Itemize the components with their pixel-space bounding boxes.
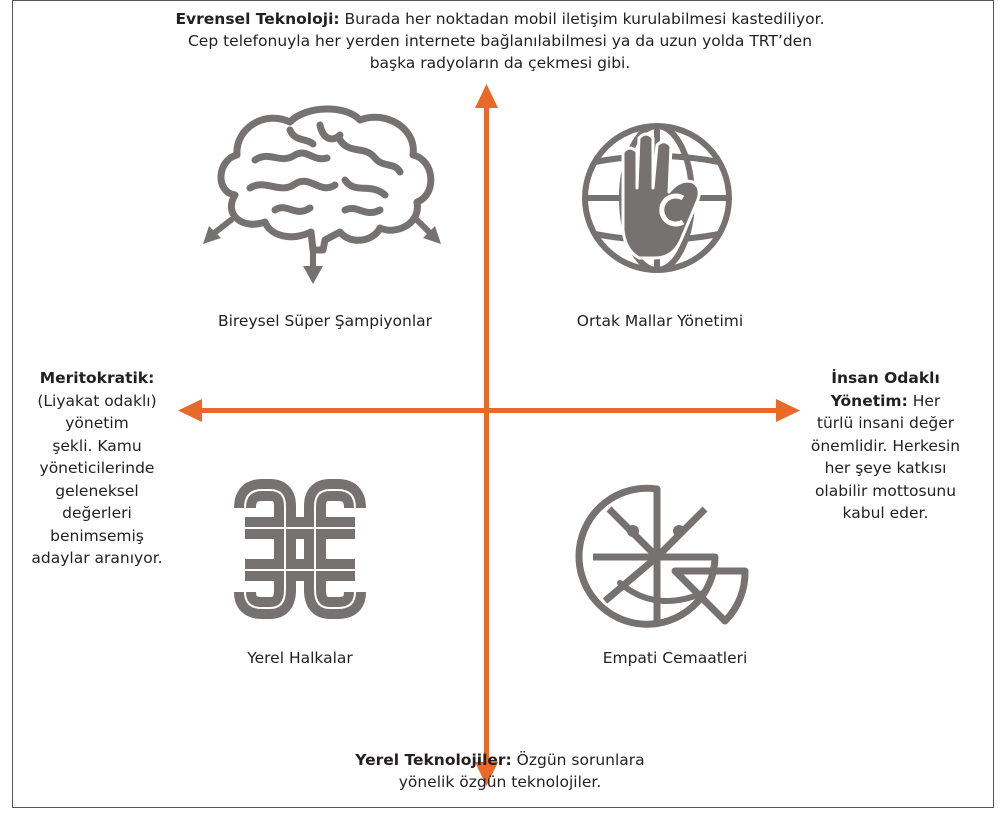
vertical-axis: [484, 105, 489, 765]
pie-smile-icon: [575, 484, 749, 628]
caption-top-right: Ortak Mallar Yönetimi: [576, 312, 744, 330]
top-line3: başka radyoların da çekmesi gibi.: [369, 54, 631, 72]
bottom-heading: Yerel Teknolojiler:: [355, 751, 512, 769]
right-heading-1: İnsan Odaklı: [831, 369, 940, 387]
top-line2: Cep telefonuyla her yerden internete bağ…: [187, 32, 813, 50]
left-line: (Liyakat odaklı): [37, 391, 157, 410]
caption-bottom-left: Yerel Halkalar: [247, 649, 353, 667]
left-line: yönetim: [65, 414, 129, 432]
caption-bottom-right: Empati Cemaatleri: [602, 649, 748, 667]
right-description: İnsan Odaklı Yönetim: Her türlü insani d…: [793, 367, 978, 525]
diagram-frame: [12, 0, 994, 808]
bottom-line2: yönelik özgün teknolojiler.: [398, 773, 602, 791]
bottom-description: Yerel Teknolojiler: Özgün sorunlara yöne…: [300, 749, 700, 793]
right-line: her şeye katkısı: [824, 459, 947, 477]
top-line1: Burada her noktadan mobil iletişim kurul…: [339, 10, 825, 28]
right-after-heading: Her: [907, 391, 941, 410]
left-line: geleneksel: [55, 481, 139, 500]
top-heading: Evrensel Teknoloji:: [175, 10, 340, 28]
right-line: olabilir mottosunu: [814, 481, 957, 500]
left-line: yöneticilerinde: [39, 459, 155, 477]
bottom-line1: Özgün sorunlara: [511, 751, 645, 769]
globe-hand-icon: [582, 123, 732, 273]
arrow-up: [475, 84, 498, 108]
arrow-left: [178, 399, 202, 422]
arrow-down: [475, 762, 498, 786]
left-line: adaylar aranıyor.: [31, 549, 163, 567]
right-heading-2: Yönetim:: [830, 391, 908, 410]
horizontal-axis: [195, 408, 780, 413]
left-line: benimsemiş: [50, 526, 144, 545]
left-description: Meritokratik: (Liyakat odaklı) yönetim ş…: [22, 367, 172, 570]
right-line: kabul eder.: [842, 504, 929, 522]
right-line: türlü insani değer: [816, 414, 955, 432]
top-description: Evrensel Teknoloji: Burada her noktadan …: [100, 8, 900, 74]
right-line: önemlidir. Herkesin: [810, 436, 961, 455]
caption-top-left: Bireysel Süper Şampiyonlar: [217, 312, 433, 330]
left-heading: Meritokratik:: [39, 369, 155, 387]
left-line: şekli. Kamu: [52, 436, 142, 455]
brain-icon: [203, 105, 441, 284]
arrow-right: [776, 399, 800, 422]
left-line: değerleri: [62, 504, 132, 522]
knot-icon: [234, 479, 366, 619]
